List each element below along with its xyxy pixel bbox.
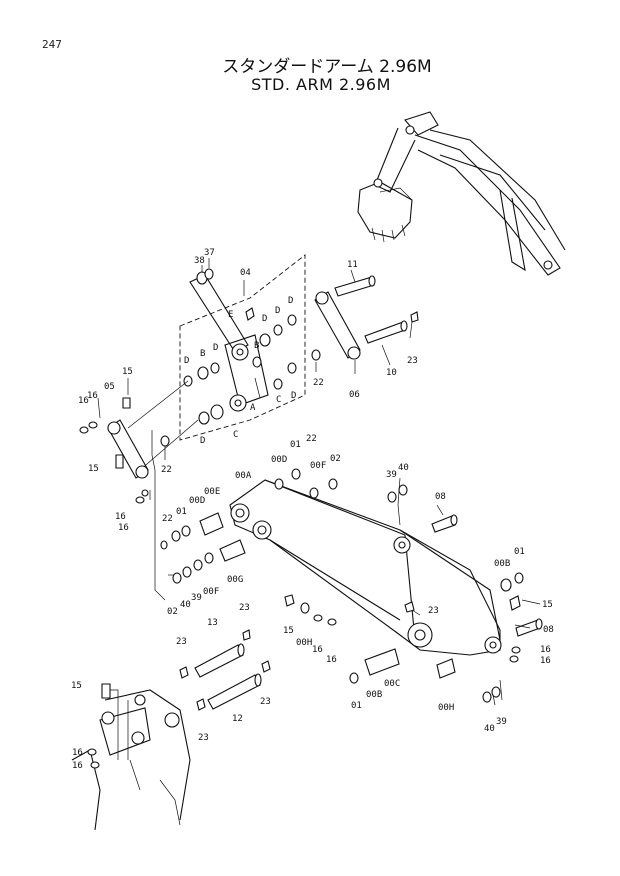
callout: 02: [330, 454, 341, 464]
callout: B: [200, 349, 205, 359]
callout: 00F: [203, 587, 219, 597]
callout: 15: [71, 681, 82, 691]
callout: 00G: [227, 575, 243, 585]
callout: C: [276, 395, 281, 405]
callout: 39: [386, 470, 397, 480]
arm-right-parts: [284, 484, 543, 703]
callout: D: [291, 391, 296, 401]
callout: 23: [176, 637, 187, 647]
callout: 16: [326, 655, 337, 665]
callout: 04: [240, 268, 251, 278]
callout: 12: [232, 714, 243, 724]
callout: 23: [239, 603, 250, 613]
callout: 16: [540, 645, 551, 655]
callout: 22: [306, 434, 317, 444]
callout: 00F: [310, 461, 326, 471]
callout: E: [228, 310, 233, 320]
bucket-partial: [71, 683, 191, 831]
callout: 22: [162, 514, 173, 524]
callout: 23: [407, 356, 418, 366]
callout: 39: [496, 717, 507, 727]
title-english: STD. ARM 2.96M: [251, 75, 391, 94]
callout: D: [275, 306, 280, 316]
callout: 16: [72, 748, 83, 758]
callout: 39: [191, 593, 202, 603]
callout: 16: [87, 391, 98, 401]
title-japanese: スタンダードアーム 2.96M: [222, 57, 432, 77]
callout: C: [233, 430, 238, 440]
callout: 00B: [366, 690, 382, 700]
link-parts: [183, 268, 321, 425]
callout: 02: [167, 607, 178, 617]
callout: 16: [72, 761, 83, 771]
leader-lines: [97, 258, 541, 760]
callout: 06: [349, 390, 360, 400]
callout: 01: [290, 440, 301, 450]
callout: 00A: [235, 471, 252, 481]
callout: 08: [435, 492, 446, 502]
arm-bushings-left: [160, 468, 338, 584]
callout: 15: [122, 367, 133, 377]
callout: 16: [115, 512, 126, 522]
main-arm: [229, 479, 502, 656]
callout: B: [254, 341, 259, 351]
callout: D: [288, 296, 293, 306]
bucket-link: [79, 397, 170, 504]
callout: 15: [88, 464, 99, 474]
callout: 40: [398, 463, 409, 473]
pins-12-13: [179, 629, 271, 711]
callout: 11: [347, 260, 358, 270]
callout: 40: [484, 724, 495, 734]
callout: 00H: [438, 703, 454, 713]
callout: 23: [260, 697, 271, 707]
callout: 15: [542, 600, 553, 610]
callout: D: [184, 356, 189, 366]
page-number: 247: [42, 38, 62, 51]
callout: 13: [207, 618, 218, 628]
callout: 38: [194, 256, 205, 266]
callout: 10: [386, 368, 397, 378]
callout: 00B: [494, 559, 510, 569]
callout: 08: [543, 625, 554, 635]
callout: 16: [312, 645, 323, 655]
callout: 16: [78, 396, 89, 406]
callout: 01: [514, 547, 525, 557]
callout: A: [250, 403, 256, 413]
callout: D: [213, 343, 218, 353]
callout: 00E: [204, 487, 220, 497]
excavator-thumbnail: [357, 111, 566, 276]
callout: 00D: [271, 455, 287, 465]
callout: 37: [204, 248, 215, 258]
callout: 22: [313, 378, 324, 388]
callout: 01: [176, 507, 187, 517]
callout: 40: [180, 600, 191, 610]
callout: D: [200, 436, 205, 446]
link-06-and-pins: [314, 275, 419, 360]
callout: 15: [283, 626, 294, 636]
link-assembly-box: [179, 254, 306, 441]
callout: 23: [198, 733, 209, 743]
callout-labels: 38 37 04 11 E D D D B D B D 05 15 16 16 …: [71, 248, 554, 771]
callout: 23: [428, 606, 439, 616]
callout: 00H: [296, 638, 312, 648]
callout: 05: [104, 382, 115, 392]
callout: D: [262, 314, 267, 324]
callout: 22: [161, 465, 172, 475]
callout: 16: [118, 523, 129, 533]
callout: 16: [540, 656, 551, 666]
callout: 01: [351, 701, 362, 711]
callout: 00C: [384, 679, 400, 689]
callout: 00D: [189, 496, 205, 506]
